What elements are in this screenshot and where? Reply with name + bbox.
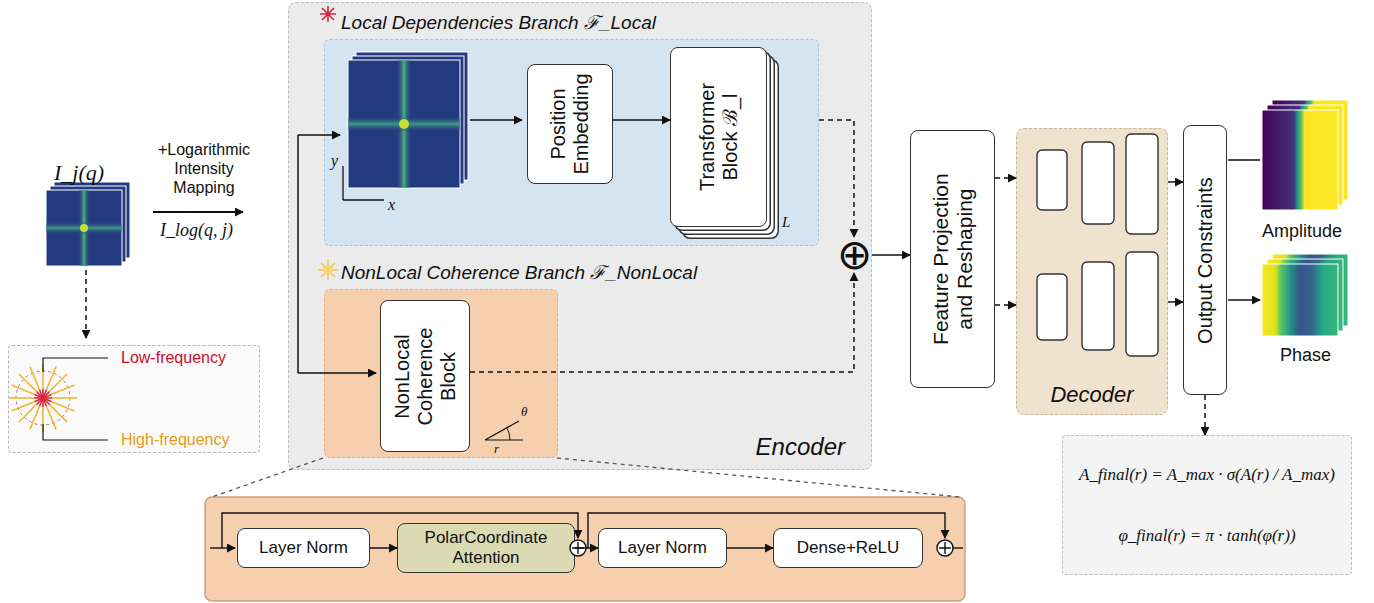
text-label: +Logarithmic Intensity Mapping bbox=[146, 140, 262, 198]
node-text: Dense+ReLU bbox=[797, 538, 900, 558]
amplitude-stack bbox=[1262, 100, 1348, 210]
label-holder: Amplitude bbox=[1262, 221, 1342, 242]
frequency-starburst bbox=[9, 364, 77, 432]
branch-heading: Local Dependencies Branch ℱ_Local bbox=[341, 9, 818, 35]
process-box: Position Embedding bbox=[527, 64, 613, 184]
node-text: Feature Projection and Reshaping bbox=[928, 159, 976, 359]
node-text: High-frequency bbox=[121, 431, 259, 449]
label-holder: L bbox=[782, 214, 790, 231]
connector-arrow bbox=[613, 119, 670, 121]
leader-line bbox=[43, 358, 108, 440]
node-text: Position Embedding bbox=[547, 72, 593, 176]
patch-grid-stack bbox=[348, 52, 468, 188]
node-text: Low-frequency bbox=[121, 349, 259, 367]
split-arrow bbox=[298, 134, 340, 136]
text-label: r bbox=[494, 441, 499, 457]
node-text: PolarCoordinate Attention bbox=[398, 528, 574, 568]
label-holder: θ bbox=[521, 404, 527, 420]
process-box: Layer Norm bbox=[237, 528, 370, 568]
connector-arrow bbox=[1204, 395, 1206, 435]
node-text: NonLocal Coherence Block bbox=[391, 324, 460, 428]
node-text: Output Constraints bbox=[1194, 135, 1217, 385]
connector-arrow bbox=[872, 254, 910, 256]
label-holder: Phase bbox=[1280, 345, 1331, 366]
process-box: Layer Norm bbox=[598, 528, 727, 568]
mapping-arrow bbox=[153, 211, 243, 213]
label-holder: y bbox=[331, 152, 338, 170]
encoder-panel: Encoder Local Dependencies Branch ℱ_Local… bbox=[288, 2, 872, 470]
node-text: Encoder bbox=[756, 433, 845, 461]
patch-arrow bbox=[470, 119, 522, 121]
process-box: Feature Projection and Reshaping bbox=[910, 130, 995, 388]
node-text: ⊕ bbox=[837, 237, 872, 273]
residual-paths bbox=[210, 513, 963, 556]
connector-arrow bbox=[370, 547, 397, 549]
red-star-icon bbox=[320, 6, 336, 22]
label-holder: I_j(q) bbox=[54, 160, 104, 186]
node-text: Layer Norm bbox=[259, 538, 348, 558]
process-box: NonLocal Coherence Block bbox=[380, 300, 470, 452]
process-box: Output Constraints bbox=[1183, 125, 1227, 395]
connector-arrow bbox=[727, 547, 773, 549]
node-text: Layer Norm bbox=[618, 538, 707, 558]
label-holder: I_log(q, j) bbox=[160, 220, 233, 241]
transformer-box: Transformer Block ℬ_l bbox=[670, 47, 767, 227]
output-arrow bbox=[1228, 160, 1260, 300]
decoder-layers bbox=[1037, 134, 1158, 356]
connector-arrow bbox=[575, 547, 598, 549]
dashed-arrow bbox=[85, 270, 87, 338]
branch-panel: Local Dependencies Branch ℱ_LocalPositio… bbox=[324, 39, 819, 246]
node-text: A_final(r) = A_max · σ(A(r) / A_max) bbox=[1079, 465, 1335, 485]
text-label: Phase bbox=[1280, 345, 1331, 366]
node-text: Decoder bbox=[1050, 382, 1133, 408]
attention-box: PolarCoordinate Attention bbox=[397, 523, 575, 573]
branch-heading: NonLocal Coherence Branch ℱ_NonLocal bbox=[341, 259, 557, 285]
input-image-stack bbox=[46, 182, 130, 266]
sum-symbol: ⊕ bbox=[836, 237, 872, 273]
sun-icon bbox=[318, 260, 338, 280]
connector-arrow bbox=[995, 177, 1016, 179]
connector-arrow bbox=[1168, 181, 1183, 183]
branch-panel: NonLocal Coherence Branch ℱ_NonLocalNonL… bbox=[324, 289, 558, 458]
text-label: x bbox=[388, 196, 395, 214]
detail-panel bbox=[205, 497, 965, 601]
connector-arrow bbox=[819, 120, 854, 237]
label-holder: x bbox=[388, 196, 395, 214]
label-holder: +Logarithmic Intensity Mapping bbox=[146, 140, 262, 198]
connector-arrow bbox=[995, 304, 1016, 306]
text-label: y bbox=[331, 152, 338, 170]
text-label: Amplitude bbox=[1262, 221, 1342, 242]
label-holder: r bbox=[494, 441, 499, 457]
split-arrow bbox=[298, 372, 376, 374]
polar-icon-arc bbox=[507, 428, 510, 440]
node-text: φ_final(r) = π · tanh(φ(r)) bbox=[1118, 526, 1295, 546]
text-label: I_j(q) bbox=[54, 160, 104, 186]
phase-stack bbox=[1262, 254, 1348, 336]
text-label: I_log(q, j) bbox=[160, 220, 233, 241]
zoom-line bbox=[212, 458, 960, 497]
process-box: Dense+ReLU bbox=[773, 528, 923, 568]
axes bbox=[343, 166, 384, 200]
connector-arrow bbox=[470, 273, 854, 372]
polar-icon bbox=[485, 421, 523, 440]
frequency-box: Low-frequencyHigh-frequency bbox=[8, 345, 260, 453]
split-line bbox=[297, 135, 299, 373]
text-label: θ bbox=[521, 404, 527, 420]
connector-arrow bbox=[1168, 301, 1183, 303]
node-text: Transformer Block ℬ_l bbox=[696, 62, 742, 212]
text-label: L bbox=[782, 214, 790, 231]
formula-box: A_final(r) = A_max · σ(A(r) / A_max) φ_fi… bbox=[1062, 435, 1352, 575]
decoder-panel: Decoder bbox=[1016, 128, 1168, 415]
